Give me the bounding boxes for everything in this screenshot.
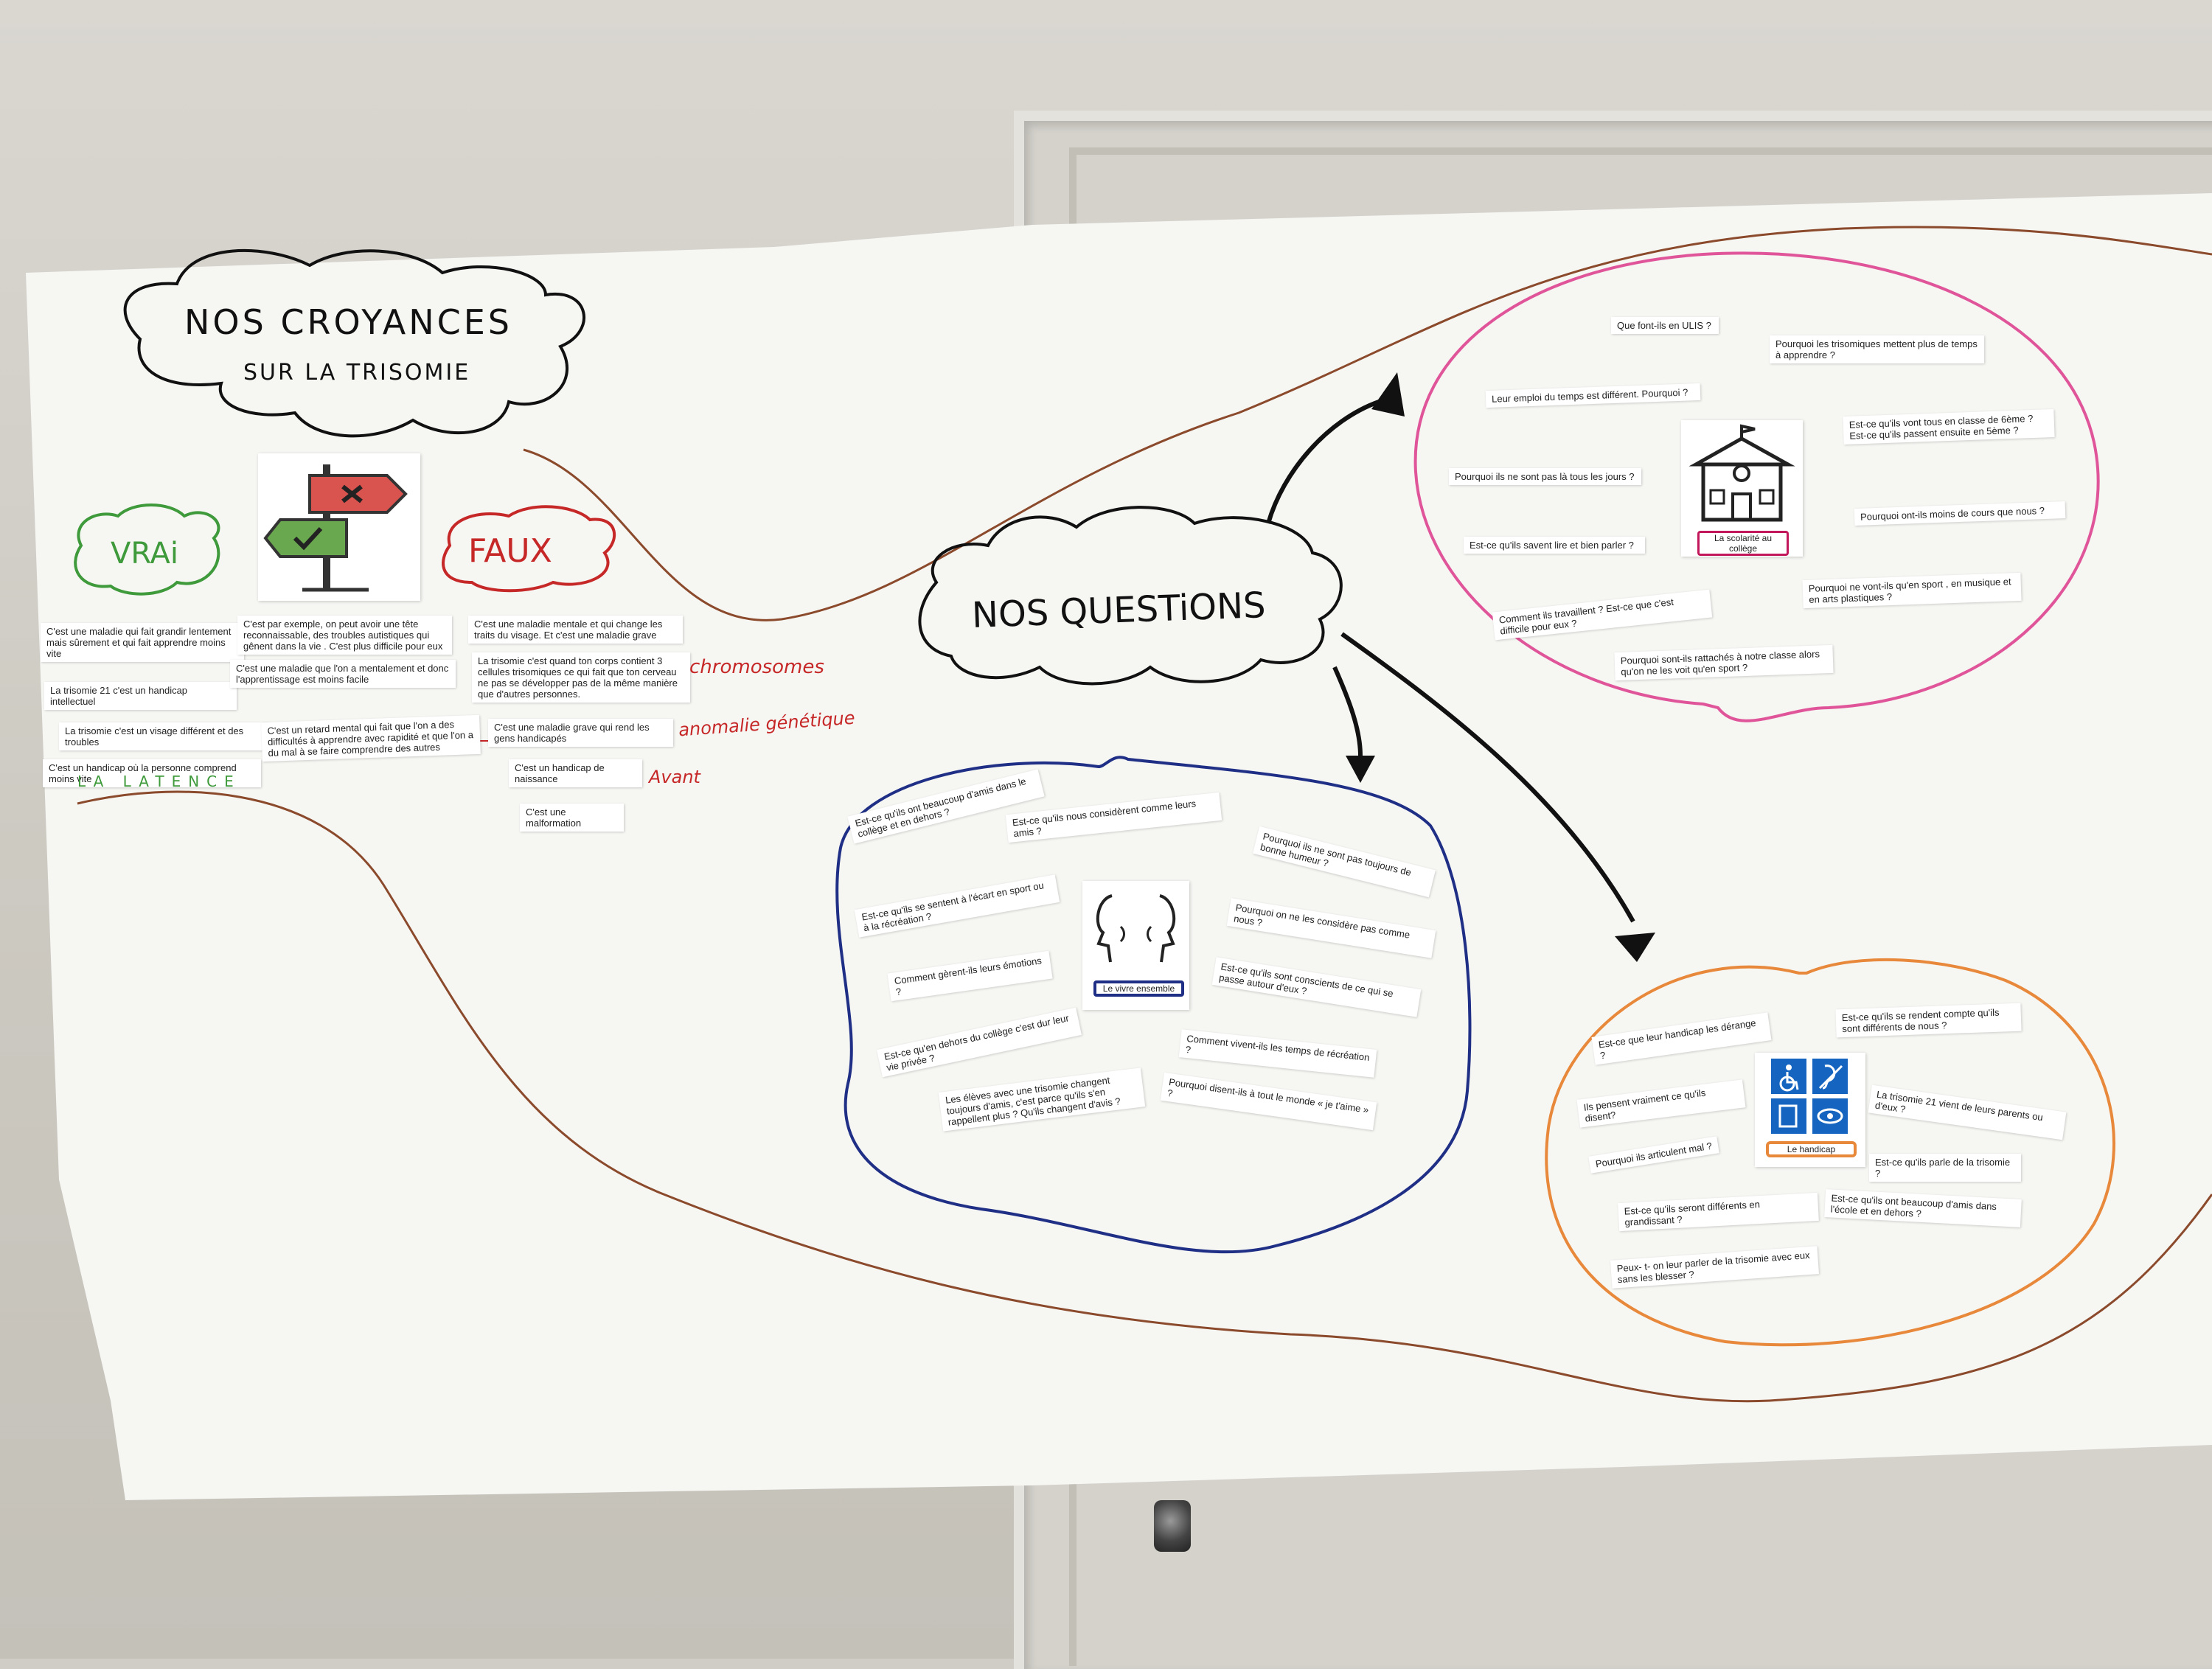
brown-divider-bottom (77, 790, 2212, 1403)
vrai-handwritten: LA LATENCE (77, 773, 241, 790)
faux-cloud (442, 505, 616, 593)
vrai-cloud (74, 504, 220, 596)
vrai-note: C'est une maladie que l'on a mentalement… (230, 660, 456, 688)
vrai-note: C'est un retard mental qui fait que l'on… (261, 714, 481, 762)
scolarite-bubble (1413, 251, 2100, 722)
scolarite-label: La scolarité au collège (1697, 531, 1789, 556)
arrow-to-handicap (1340, 632, 1635, 923)
questions-cloud (918, 506, 1343, 686)
scolarite-question: Pourquoi les trisomiques mettent plus de… (1770, 335, 1984, 363)
arrow-head-vivre (1346, 756, 1375, 783)
vrai-note: La trisomie c'est un visage différent et… (59, 722, 270, 750)
correction-chromosomes: chromosomes (689, 656, 824, 678)
faux-note: C'est une maladie mentale et qui change … (468, 616, 683, 644)
arrow-head-handicap (1615, 933, 1655, 962)
faux-note: La trisomie c'est quand ton corps contie… (472, 652, 690, 703)
poster-paper (26, 193, 2212, 1500)
scolarite-question: Est-ce qu'ils savent lire et bien parler… (1464, 537, 1645, 554)
accessibility-icons (1771, 1059, 1848, 1134)
vrai-note: C'est une maladie qui fait grandir lente… (41, 623, 244, 662)
faux-note: C'est une malformation (520, 804, 624, 832)
vrai-note: C'est un handicap où la personne compren… (43, 759, 261, 787)
arrow-to-vivre (1332, 666, 1363, 756)
talking-faces-icon (1096, 894, 1176, 963)
faux-note: C'est une maladie grave qui rend les gen… (488, 719, 673, 747)
faux-note: C'est un handicap de naissance (509, 759, 642, 787)
door-handle (1154, 1500, 1191, 1552)
vivre-label: Le vivre ensemble (1093, 980, 1184, 997)
vrai-note: La trisomie 21 c'est un handicap intelle… (44, 682, 237, 710)
vivre-card: Le vivre ensemble (1082, 881, 1189, 1010)
scolarite-question: Que font-ils en ULIS ? (1611, 317, 1719, 334)
handicap-card: Le handicap (1755, 1053, 1865, 1167)
arrow-head-scolarite (1371, 372, 1405, 417)
school-card: La scolarité au collège (1681, 420, 1803, 557)
faux-label: FAUX (468, 532, 552, 570)
school-icon (1688, 424, 1795, 522)
page-title: NOS CROYANCES (184, 302, 512, 342)
vrai-label: VRAi (111, 537, 179, 571)
arrow-to-scolarite (1266, 400, 1380, 524)
signpost-icon (263, 464, 408, 592)
handicap-label: Le handicap (1766, 1141, 1857, 1157)
page-subtitle: SUR LA TRISOMIE (243, 360, 471, 386)
brown-divider-top (523, 226, 2212, 621)
handicap-bubble (1545, 958, 2115, 1347)
vrai-note: C'est par exemple, on peut avoir une têt… (237, 616, 452, 655)
vivre-bubble (835, 756, 1472, 1254)
handicap-question: Est-ce qu'ils parle de la trisomie ? (1869, 1154, 2021, 1182)
signpost-card (258, 453, 420, 601)
correction-avant: Avant (649, 767, 700, 787)
scolarite-question: Pourquoi ils ne sont pas là tous les jou… (1449, 468, 1641, 485)
title-cloud (123, 248, 586, 438)
